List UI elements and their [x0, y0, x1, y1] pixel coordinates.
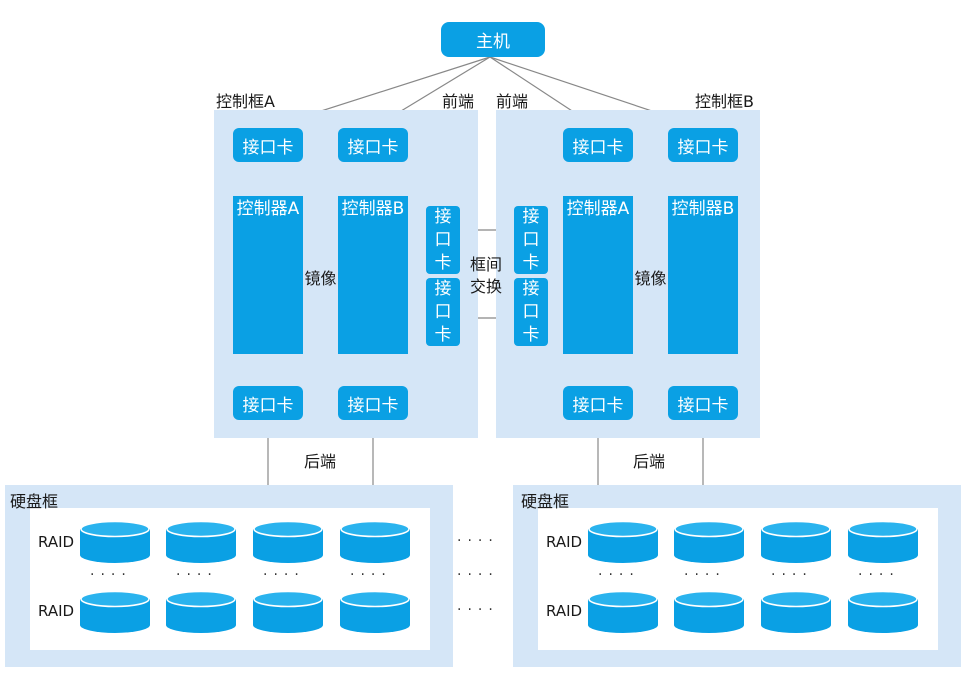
disk-cylinder-icon [339, 520, 411, 564]
mirror-label-left: 镜像 [303, 263, 338, 290]
mirror-text: 镜像 [634, 268, 667, 288]
disk-row-ellipsis: ···· [684, 567, 726, 583]
disk-cylinder-icon [252, 520, 324, 564]
disk-cylinder-icon [673, 590, 745, 634]
inter-frame-interface-card: 接 口 卡 [514, 278, 548, 346]
interface-card-label: 接口卡 [242, 137, 294, 158]
disk-row-ellipsis: ···· [771, 567, 813, 583]
interface-card-label: 接口卡 [677, 137, 729, 158]
interface-card-label: 接口卡 [347, 137, 399, 158]
interface-card-label: 接口卡 [242, 395, 294, 416]
vcard-char: 口 [522, 229, 540, 250]
front-interface-card: 接口卡 [338, 128, 408, 162]
interface-card-label: 接口卡 [347, 395, 399, 416]
back-interface-card: 接口卡 [668, 386, 738, 420]
controller-label: 控制器B [341, 199, 405, 219]
front-interface-card: 接口卡 [563, 128, 633, 162]
disk-cylinder-icon [847, 520, 919, 564]
disk-row-ellipsis: ···· [90, 567, 132, 583]
back-interface-card: 接口卡 [233, 386, 303, 420]
enclosure-ellipsis: ···· [457, 533, 499, 549]
disk-cylinder-icon [79, 520, 151, 564]
inter-frame-exchange-label: 框间 交换 [469, 254, 503, 298]
disk-cylinder-icon [587, 590, 659, 634]
disk-cylinder-icon [165, 590, 237, 634]
disk-row-ellipsis: ···· [858, 567, 900, 583]
controller-b-right: 控制器B [668, 196, 738, 354]
enclosure-ellipsis: ···· [457, 602, 499, 618]
disk-row-ellipsis: ···· [176, 567, 218, 583]
vcard-char: 接 [522, 206, 540, 227]
controller-label: 控制器B [671, 199, 735, 219]
disk-cylinder-icon [79, 590, 151, 634]
vcard-char: 口 [434, 301, 452, 322]
disk-cylinder-icon [587, 520, 659, 564]
back-end-label-right: 后端 [633, 452, 666, 471]
vcard-char: 接 [434, 206, 452, 227]
back-end-label-left: 后端 [304, 452, 337, 471]
disk-cylinder-icon [760, 520, 832, 564]
vcard-char: 接 [434, 278, 452, 299]
disk-enclosure-left-title: 硬盘框 [10, 492, 59, 511]
disk-enclosure-right-title: 硬盘框 [521, 492, 570, 511]
inter-frame-exchange-line2: 交换 [469, 277, 502, 296]
inter-frame-interface-card: 接 口 卡 [426, 206, 460, 274]
mirror-label-right: 镜像 [633, 263, 668, 290]
interface-card-label: 接口卡 [677, 395, 729, 416]
front-interface-card: 接口卡 [233, 128, 303, 162]
raid-label: RAID [546, 602, 583, 620]
back-interface-card: 接口卡 [338, 386, 408, 420]
disk-row-ellipsis: ···· [263, 567, 305, 583]
host-label: 主机 [476, 32, 510, 52]
vcard-char: 卡 [434, 324, 452, 345]
inter-frame-interface-card: 接 口 卡 [514, 206, 548, 274]
disk-cylinder-icon [252, 590, 324, 634]
raid-label: RAID [38, 602, 75, 620]
disk-cylinder-icon [760, 590, 832, 634]
controller-a-right: 控制器A [563, 196, 633, 354]
vcard-char: 口 [522, 301, 540, 322]
disk-cylinder-icon [339, 590, 411, 634]
vcard-char: 卡 [522, 324, 540, 345]
disk-cylinder-icon [165, 520, 237, 564]
disk-row-ellipsis: ···· [350, 567, 392, 583]
front-interface-card: 接口卡 [668, 128, 738, 162]
vcard-char: 口 [434, 229, 452, 250]
front-end-label-right: 前端 [496, 92, 529, 111]
raid-label: RAID [546, 533, 583, 551]
controller-frame-a-title: 控制框A [216, 92, 275, 111]
controller-label: 控制器A [566, 199, 630, 219]
disk-row-ellipsis: ···· [598, 567, 640, 583]
disk-cylinder-icon [673, 520, 745, 564]
controller-b-left: 控制器B [338, 196, 408, 354]
host-box: 主机 [441, 22, 545, 57]
interface-card-label: 接口卡 [572, 137, 624, 158]
disk-cylinder-icon [847, 590, 919, 634]
back-interface-card: 接口卡 [563, 386, 633, 420]
raid-label: RAID [38, 533, 75, 551]
interface-card-label: 接口卡 [572, 395, 624, 416]
vcard-char: 接 [522, 278, 540, 299]
vcard-char: 卡 [434, 252, 452, 273]
vcard-char: 卡 [522, 252, 540, 273]
controller-a-left: 控制器A [233, 196, 303, 354]
inter-frame-interface-card: 接 口 卡 [426, 278, 460, 346]
front-end-label-left: 前端 [442, 92, 475, 111]
enclosure-ellipsis: ···· [457, 567, 499, 583]
inter-frame-exchange-line1: 框间 [469, 255, 502, 274]
controller-label: 控制器A [236, 199, 300, 219]
controller-frame-b-title: 控制框B [695, 92, 754, 111]
mirror-text: 镜像 [304, 268, 337, 288]
